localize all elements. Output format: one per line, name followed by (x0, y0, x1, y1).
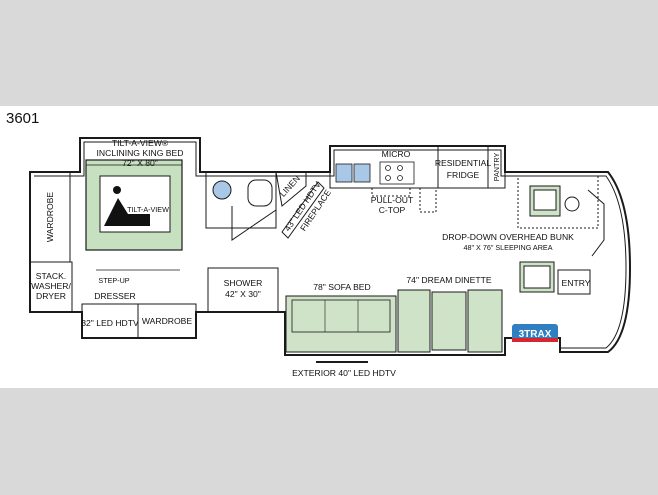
bathroom (205, 171, 277, 241)
washer-dryer-label-1: STACK. (36, 271, 66, 281)
side-wardrobe (137, 303, 197, 339)
bed-logo-text: TILT-A-VIEW (127, 205, 169, 214)
bunk-label-1: DROP-DOWN OVERHEAD BUNK (442, 232, 574, 242)
micro-label: MICRO (382, 149, 411, 159)
washer-dryer-label-3: DRYER (36, 291, 66, 301)
bed-size: 72" X 80" (122, 158, 158, 168)
bed-title: TILT-A-VIEW® (112, 138, 169, 148)
step-up-label: STEP-UP (98, 276, 129, 285)
bed-line2: INCLINING KING BED (97, 148, 184, 158)
washer-dryer (29, 261, 73, 313)
bunk-label-2: 48" X 76" SLEEPING AREA (463, 243, 552, 252)
fireplace-tv (281, 181, 325, 239)
entry-label: ENTRY (562, 278, 591, 288)
sofa-label: 78" SOFA BED (313, 282, 371, 292)
sofa-bed (285, 295, 397, 353)
washer-dryer-label-2: WASHER/ (31, 281, 71, 291)
dream-dinette (397, 289, 503, 353)
dresser-label: DRESSER (94, 291, 136, 301)
badge-label: 3TRAX (519, 329, 552, 340)
king-bed (85, 159, 183, 251)
led-hdtv-32-label: 32" LED HDTV (81, 318, 139, 328)
linen-closet (275, 171, 307, 207)
pantry (487, 145, 506, 189)
pantry-label: PANTRY (492, 153, 501, 182)
shower-label-2: 42" X 30" (225, 289, 261, 299)
fridge-label-2: FRIDGE (447, 170, 480, 180)
shower-label-1: SHOWER (224, 278, 263, 288)
bottom-gray-band (0, 388, 658, 495)
tilt-a-view-logo-icon (104, 198, 150, 226)
shower (207, 267, 279, 313)
kitchen-counter (329, 145, 439, 213)
exterior-tv-label: EXTERIOR 40" LED HDTV (292, 368, 396, 378)
rear-wardrobe-label: WARDROBE (45, 192, 55, 243)
side-wardrobe-label: WARDROBE (142, 316, 193, 326)
model-number: 3601 (6, 110, 40, 127)
fridge-label-1: RESIDENTIAL (435, 158, 492, 168)
dinette-label: 74" DREAM DINETTE (406, 275, 491, 285)
trax-badge: 3TRAX (512, 324, 558, 342)
linen-label: LINEN (278, 173, 302, 199)
top-gray-band (0, 0, 658, 106)
cockpit (517, 175, 605, 295)
pull-out-label-1: PULL-OUT (371, 195, 414, 205)
pull-out-label-2: C-TOP (379, 205, 406, 215)
